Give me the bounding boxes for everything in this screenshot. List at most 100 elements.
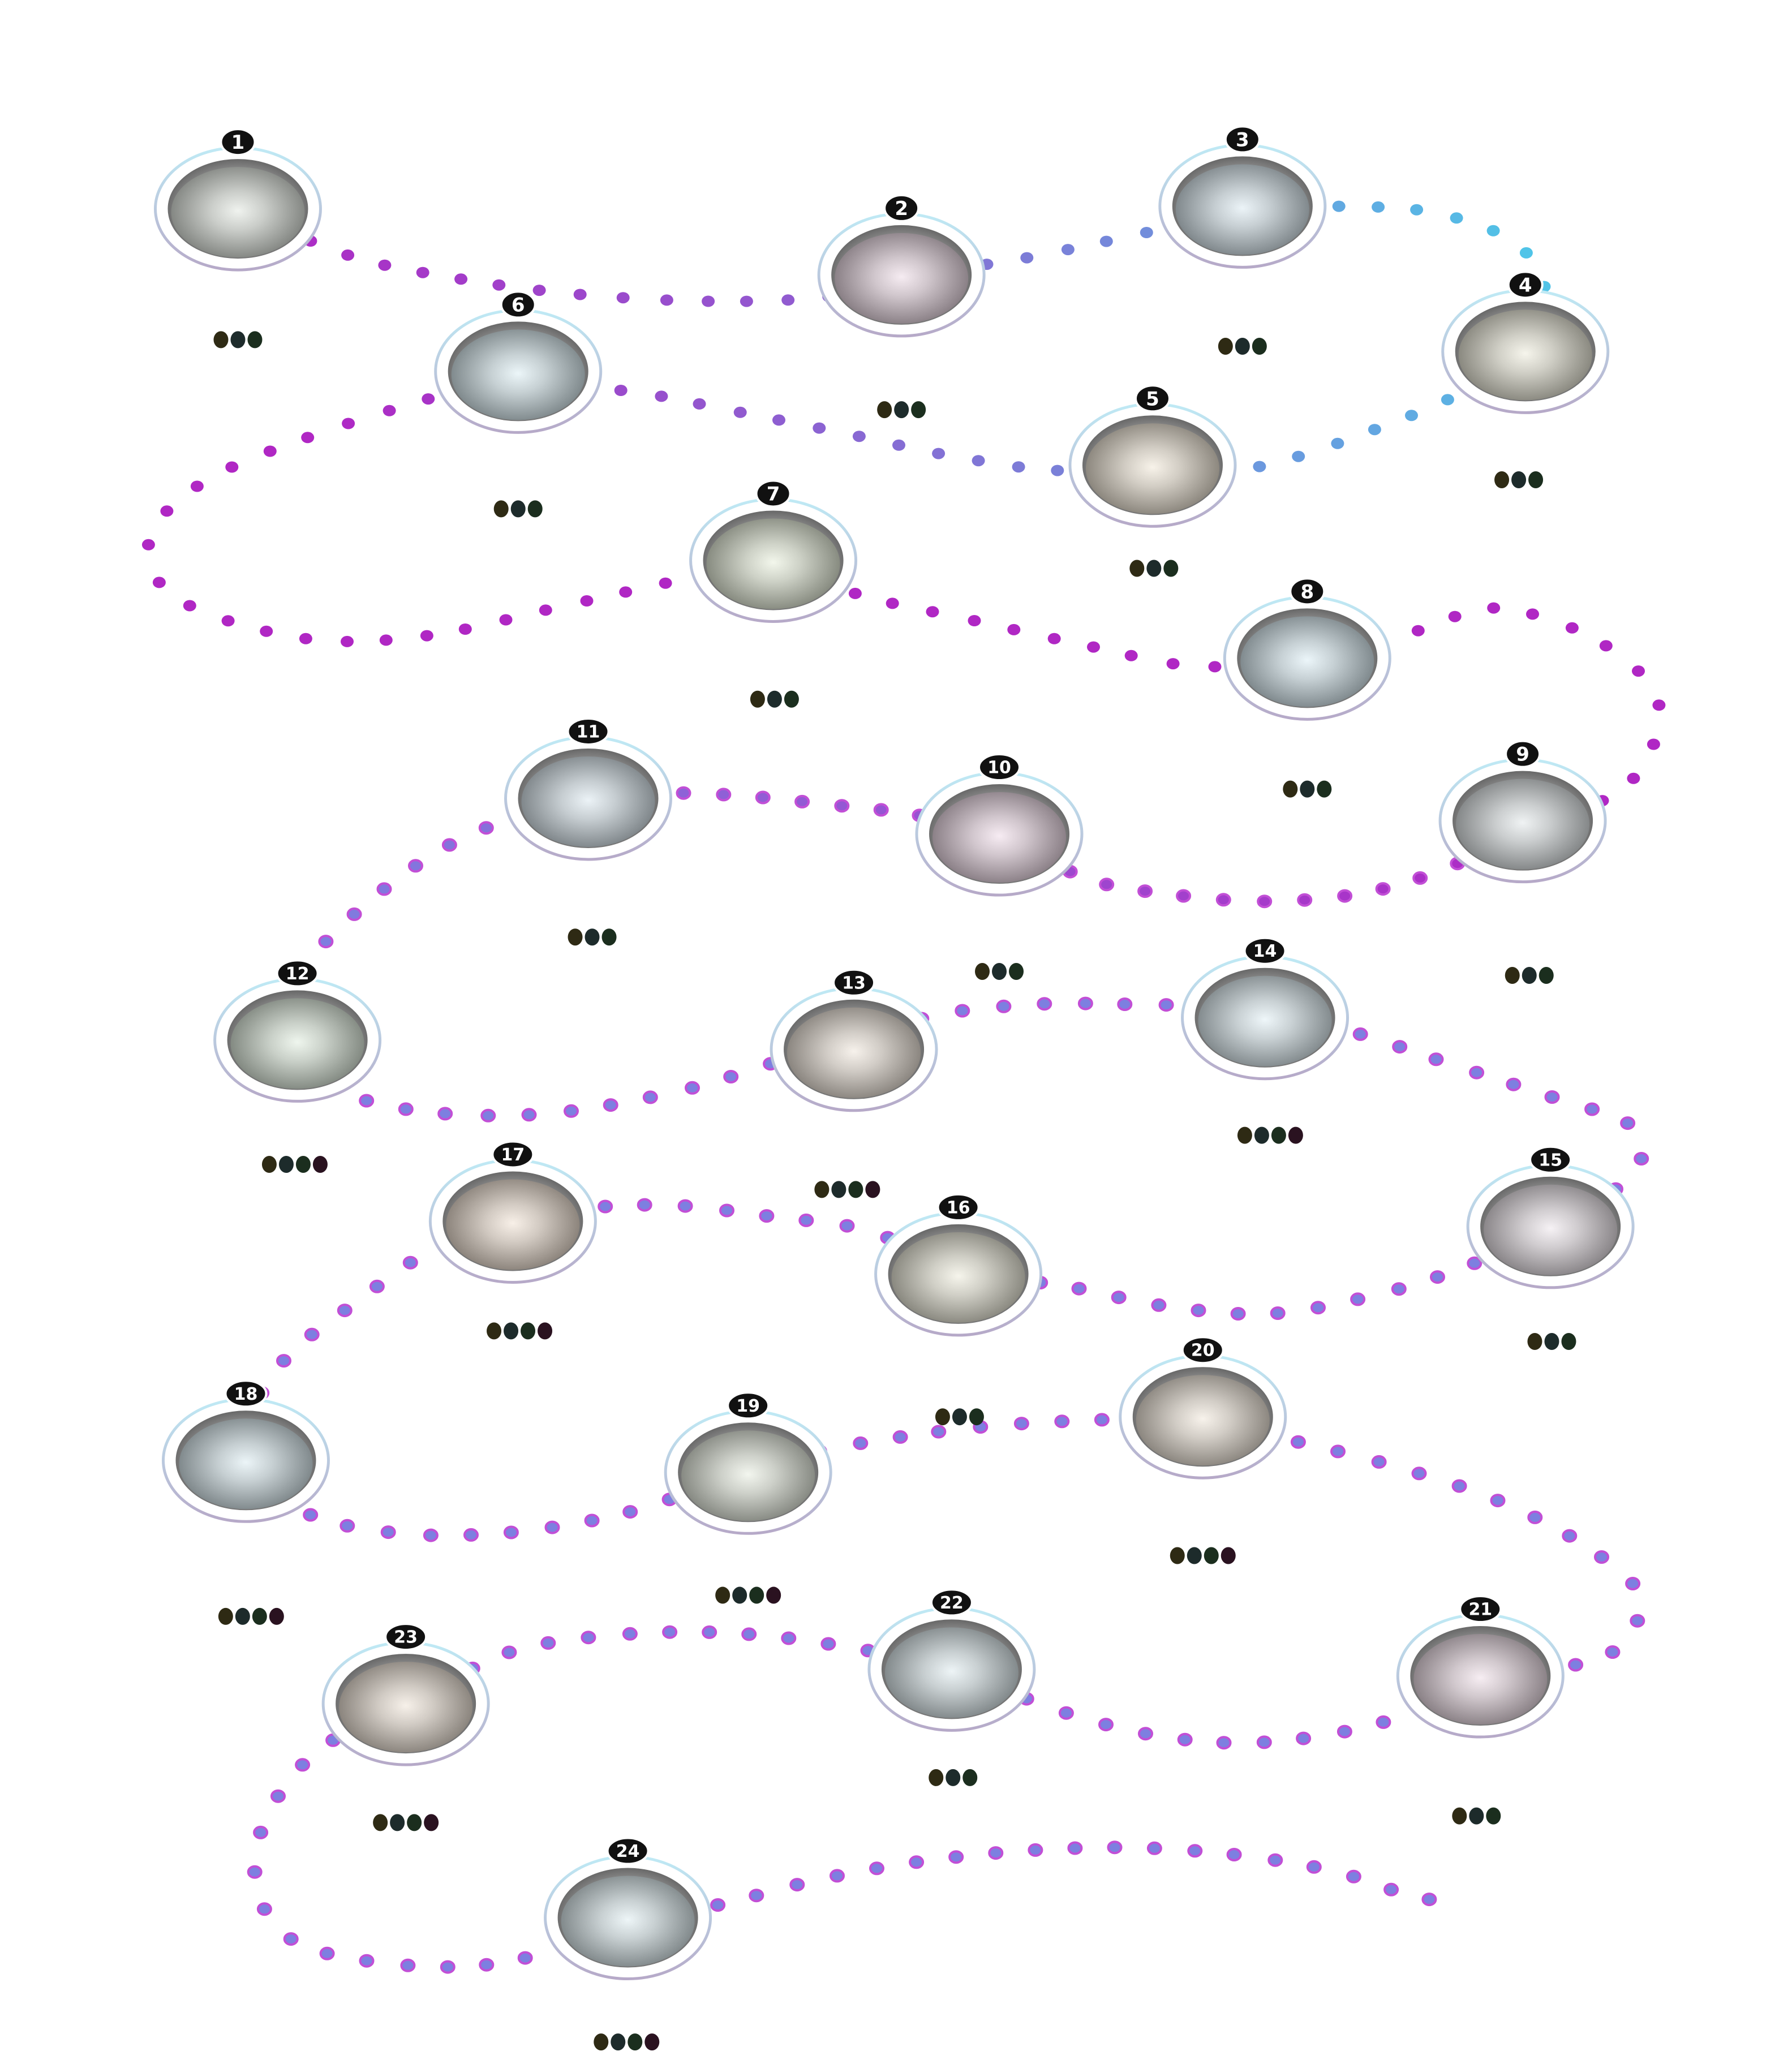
level-node-21[interactable]: 21 — [1396, 1595, 1565, 1739]
level-star-pip — [784, 690, 799, 708]
path-dot — [741, 1627, 757, 1641]
level-number-badge — [1459, 1595, 1502, 1624]
path-dot — [416, 266, 429, 278]
level-orb-tint — [835, 233, 969, 324]
level-orb-tint — [1085, 423, 1219, 514]
path-dot — [1411, 625, 1425, 637]
path-dot — [733, 406, 747, 418]
path-dot — [141, 539, 155, 551]
path-dot — [183, 600, 196, 612]
path-dot — [616, 292, 630, 304]
level-stars — [1170, 1547, 1236, 1564]
level-orb-tint — [339, 1662, 473, 1753]
path-dot — [677, 1199, 693, 1213]
path-dot — [932, 448, 946, 459]
path-dot — [1292, 450, 1305, 462]
level-star-pip — [235, 1607, 250, 1625]
level-number-badge — [930, 1588, 973, 1617]
path-dot — [420, 630, 433, 642]
level-orb — [1410, 1626, 1551, 1726]
level-node-13[interactable]: 13 — [770, 968, 938, 1112]
level-node-6[interactable]: 6 — [434, 290, 603, 434]
level-number-badge — [224, 1379, 268, 1408]
level-node-23[interactable]: 23 — [321, 1623, 490, 1766]
path-dot — [398, 1102, 414, 1116]
level-number-label: 22 — [940, 1593, 964, 1613]
path-dot — [1297, 893, 1313, 907]
level-stars — [1452, 1807, 1501, 1825]
path-dot — [276, 1354, 291, 1368]
level-star-pip — [1129, 560, 1145, 577]
path-dot — [1605, 1645, 1621, 1659]
level-node-12[interactable]: 12 — [213, 959, 382, 1103]
path-dot — [1138, 1727, 1153, 1741]
path-dot — [642, 1090, 658, 1104]
level-star-pip — [373, 1814, 388, 1831]
level-star-pip — [935, 1408, 950, 1426]
level-node-20[interactable]: 20 — [1119, 1336, 1287, 1480]
level-node-15[interactable]: 15 — [1466, 1145, 1635, 1289]
level-node-3[interactable]: 3 — [1158, 125, 1327, 269]
path-dot — [1296, 1731, 1312, 1745]
path-dot — [160, 505, 174, 517]
level-number-badge — [832, 968, 876, 997]
path-dot — [1187, 1844, 1203, 1858]
level-node-11[interactable]: 11 — [504, 717, 673, 861]
path-dot — [772, 414, 785, 426]
level-node-2[interactable]: 2 — [817, 193, 986, 338]
level-node-14[interactable]: 14 — [1181, 936, 1350, 1081]
level-node-16[interactable]: 16 — [874, 1193, 1043, 1337]
level-orb — [336, 1654, 476, 1754]
path-dot — [408, 859, 423, 873]
path-dot — [1230, 1307, 1246, 1321]
path-dot — [892, 1430, 908, 1444]
path-dot — [1421, 1893, 1437, 1907]
level-node-19[interactable]: 19 — [664, 1391, 832, 1535]
level-star-pip — [568, 928, 583, 946]
path-dot — [660, 294, 673, 306]
level-node-4[interactable]: 4 — [1441, 270, 1610, 414]
level-star-pip — [611, 2033, 626, 2051]
path-dot — [503, 1525, 519, 1539]
level-node-7[interactable]: 7 — [689, 479, 858, 623]
level-node-18[interactable]: 18 — [161, 1379, 330, 1523]
level-stars — [1505, 966, 1554, 984]
path-dot — [463, 1528, 479, 1542]
level-star-pip — [1252, 338, 1267, 355]
path-dot — [1215, 893, 1231, 907]
level-number-badge — [220, 128, 256, 157]
path-dot — [1599, 640, 1613, 652]
level-star-pip — [911, 401, 926, 419]
path-dot — [1350, 1292, 1366, 1306]
path-dot — [1634, 1152, 1649, 1166]
level-number-badge — [566, 717, 610, 746]
level-stars — [975, 962, 1024, 980]
level-star-pip — [1561, 1333, 1576, 1351]
level-node-17[interactable]: 17 — [428, 1140, 597, 1284]
level-node-24[interactable]: 24 — [544, 1837, 712, 1981]
level-star-pip — [230, 331, 246, 349]
level-star-pip — [894, 401, 909, 419]
level-star-pip — [1204, 1547, 1219, 1564]
level-node-8[interactable]: 8 — [1223, 577, 1391, 721]
level-star-pip — [975, 962, 990, 980]
path-dot — [848, 587, 862, 599]
path-dot — [1337, 1724, 1352, 1739]
path-dot — [719, 1203, 734, 1218]
level-node-5[interactable]: 5 — [1068, 384, 1237, 528]
path-dot — [955, 1004, 970, 1018]
level-node-22[interactable]: 22 — [867, 1588, 1036, 1732]
path-dot — [458, 623, 472, 635]
path-dot — [1087, 641, 1100, 653]
path-dot — [820, 1637, 836, 1651]
level-node-10[interactable]: 10 — [915, 753, 1084, 897]
level-star-pip — [644, 2033, 660, 2051]
path-dot — [1625, 1577, 1641, 1590]
level-node-9[interactable]: 9 — [1438, 739, 1607, 884]
level-star-pip — [1254, 1126, 1269, 1144]
level-number-badge — [727, 1391, 770, 1420]
level-orb-tint — [1413, 1634, 1548, 1725]
level-star-pip — [628, 2033, 643, 2051]
level-node-1[interactable]: 1 — [153, 128, 322, 272]
path-dot — [1290, 1435, 1306, 1449]
